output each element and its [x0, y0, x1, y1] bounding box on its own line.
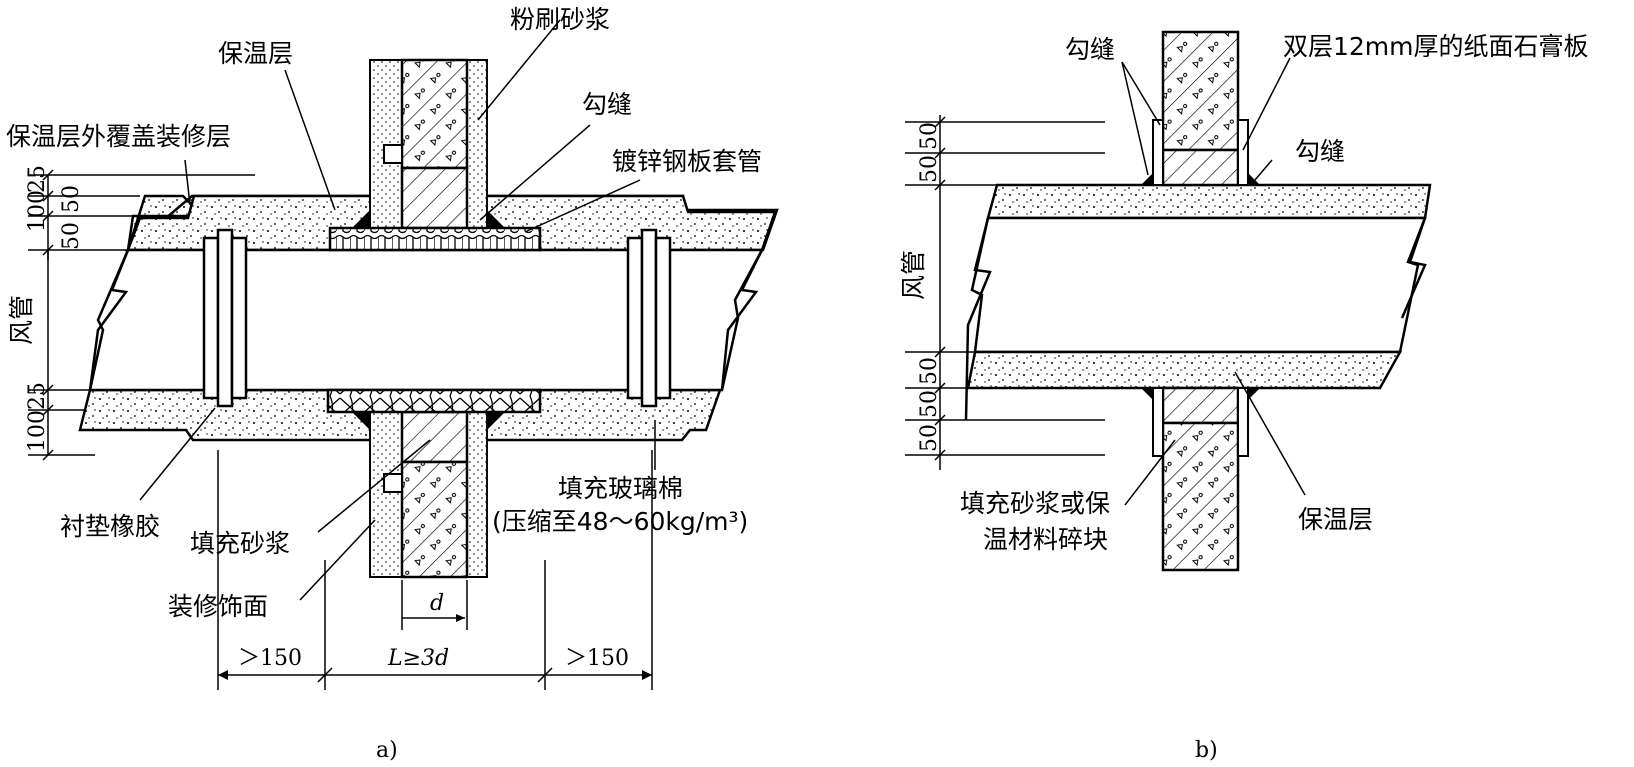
- a-dim-left-top-50b: 50: [59, 222, 84, 250]
- a-label-insulation: 保温层: [218, 39, 293, 68]
- a-leaders: [139, 19, 656, 601]
- b-break-left: [964, 217, 992, 421]
- b-label-insulation: 保温层: [1298, 505, 1373, 534]
- b-duct-label: 风管: [899, 250, 928, 300]
- a-flange-right: [626, 228, 672, 408]
- a-pointing-bl: [352, 412, 370, 430]
- a-dim-bottom: d ＞150 L≥3d ＞150: [217, 450, 653, 690]
- a-dim-left-bottom-25: 25: [25, 382, 50, 410]
- b-wall-top: [1161, 30, 1240, 152]
- b-duct-body: [970, 216, 1427, 354]
- a-pointing-br: [487, 412, 505, 430]
- a-dim-left-bottom: 风管 25 100: [7, 250, 95, 461]
- b-wall-bottom-lintel: [1161, 386, 1240, 425]
- a-dim-d: d: [430, 591, 444, 616]
- a-label-galvanized-sleeve: 镀锌钢板套管: [612, 147, 762, 176]
- a-wall-bottom-joint: [383, 473, 403, 493]
- b-label-fill-2: 温材料碎块: [983, 525, 1108, 554]
- a-pointing-tr: [487, 210, 505, 228]
- b-insulation-bottom: [966, 350, 1403, 390]
- b-pointing-top-left: [1141, 173, 1153, 185]
- a-flange-left: [202, 228, 248, 408]
- b-gypsum-top-right: [1237, 119, 1249, 186]
- a-wall-plaster-left-bottom: [369, 411, 403, 578]
- a-pointing-tl: [352, 210, 370, 228]
- a-label-glass-wool-1: 填充玻璃棉: [558, 474, 683, 503]
- a-dim-left-top-25: 25: [25, 165, 50, 193]
- a-wall-top-joint: [383, 144, 403, 164]
- b-dim-bottom-3: 50: [917, 424, 942, 452]
- a-label-glass-wool-2: (压缩至48～60kg/m³): [492, 507, 748, 536]
- b-insulation-top: [986, 183, 1432, 220]
- b-dim-top-2: 50: [917, 155, 942, 183]
- a-dim-left-top: 100 25 50 50: [25, 165, 255, 260]
- b-label-fill-1: 填充砂浆或保: [960, 489, 1110, 518]
- a-caption: a): [376, 738, 398, 763]
- a-label-rubber-gasket: 衬垫橡胶: [60, 512, 160, 541]
- a-dim-left-bottom-100: 100: [25, 410, 50, 452]
- a-wall-top-lintel: [400, 166, 469, 230]
- b-wall-bottom: [1161, 421, 1240, 572]
- a-label-fill-mortar: 填充砂浆: [190, 529, 290, 558]
- b-label-pointing-top: 勾缝: [1065, 35, 1115, 64]
- b-caption: b): [1195, 738, 1218, 763]
- b-dim-bottom-2: 50: [917, 390, 942, 418]
- a-break-left: [88, 249, 130, 391]
- a-sleeve-top-fill: [328, 226, 542, 252]
- a-dim-left-top-50: 50: [59, 185, 84, 213]
- b-dim-bottom-1: 50: [917, 357, 942, 385]
- a-wall-bottom: [400, 460, 469, 579]
- a-dim-gt150-left: ＞150: [238, 646, 302, 671]
- a-wall-plaster-right-bottom: [466, 411, 488, 578]
- b-pointing-top-right: [1248, 173, 1260, 185]
- a-label-powder-mortar: 粉刷砂浆: [510, 5, 610, 34]
- diagram-b: 50 50 风管 50 50 50 勾缝 双层12mm厚的纸面石膏板 勾缝 填充…: [899, 30, 1589, 763]
- b-pointing-bottom-right: [1248, 388, 1260, 400]
- a-dim-left-top-100: 100: [25, 190, 50, 232]
- a-sleeve-bottom-fill: [326, 388, 542, 414]
- b-label-pointing-right: 勾缝: [1295, 137, 1345, 166]
- a-wall-plaster-right-top: [466, 59, 488, 229]
- a-dim-length: L≥3d: [387, 646, 449, 671]
- b-gypsum-bottom-right: [1237, 387, 1249, 457]
- b-label-gypsum-board: 双层12mm厚的纸面石膏板: [1283, 32, 1589, 61]
- b-wall-top-lintel: [1161, 148, 1240, 187]
- a-label-pointing: 勾缝: [582, 90, 632, 119]
- b-break-right: [1400, 217, 1427, 319]
- b-pointing-bottom-left: [1141, 388, 1153, 400]
- b-dims: 50 50 风管 50 50 50: [899, 115, 1105, 470]
- b-leaders: [1121, 57, 1306, 506]
- a-dim-gt150-right: ＞150: [565, 646, 629, 671]
- b-gypsum-top-left: [1152, 119, 1164, 186]
- a-break-right: [720, 249, 764, 391]
- a-wall-top: [400, 58, 469, 170]
- a-label-finish-surface: 装修饰面: [168, 592, 268, 621]
- b-dim-top-1: 50: [917, 122, 942, 150]
- b-gypsum-bottom-left: [1152, 387, 1164, 457]
- a-duct-label: 风管: [7, 295, 36, 345]
- a-label-insulation-cover: 保温层外覆盖装修层: [6, 122, 231, 151]
- diagram-a: 100 25 50 50 风管 25 100: [6, 5, 779, 763]
